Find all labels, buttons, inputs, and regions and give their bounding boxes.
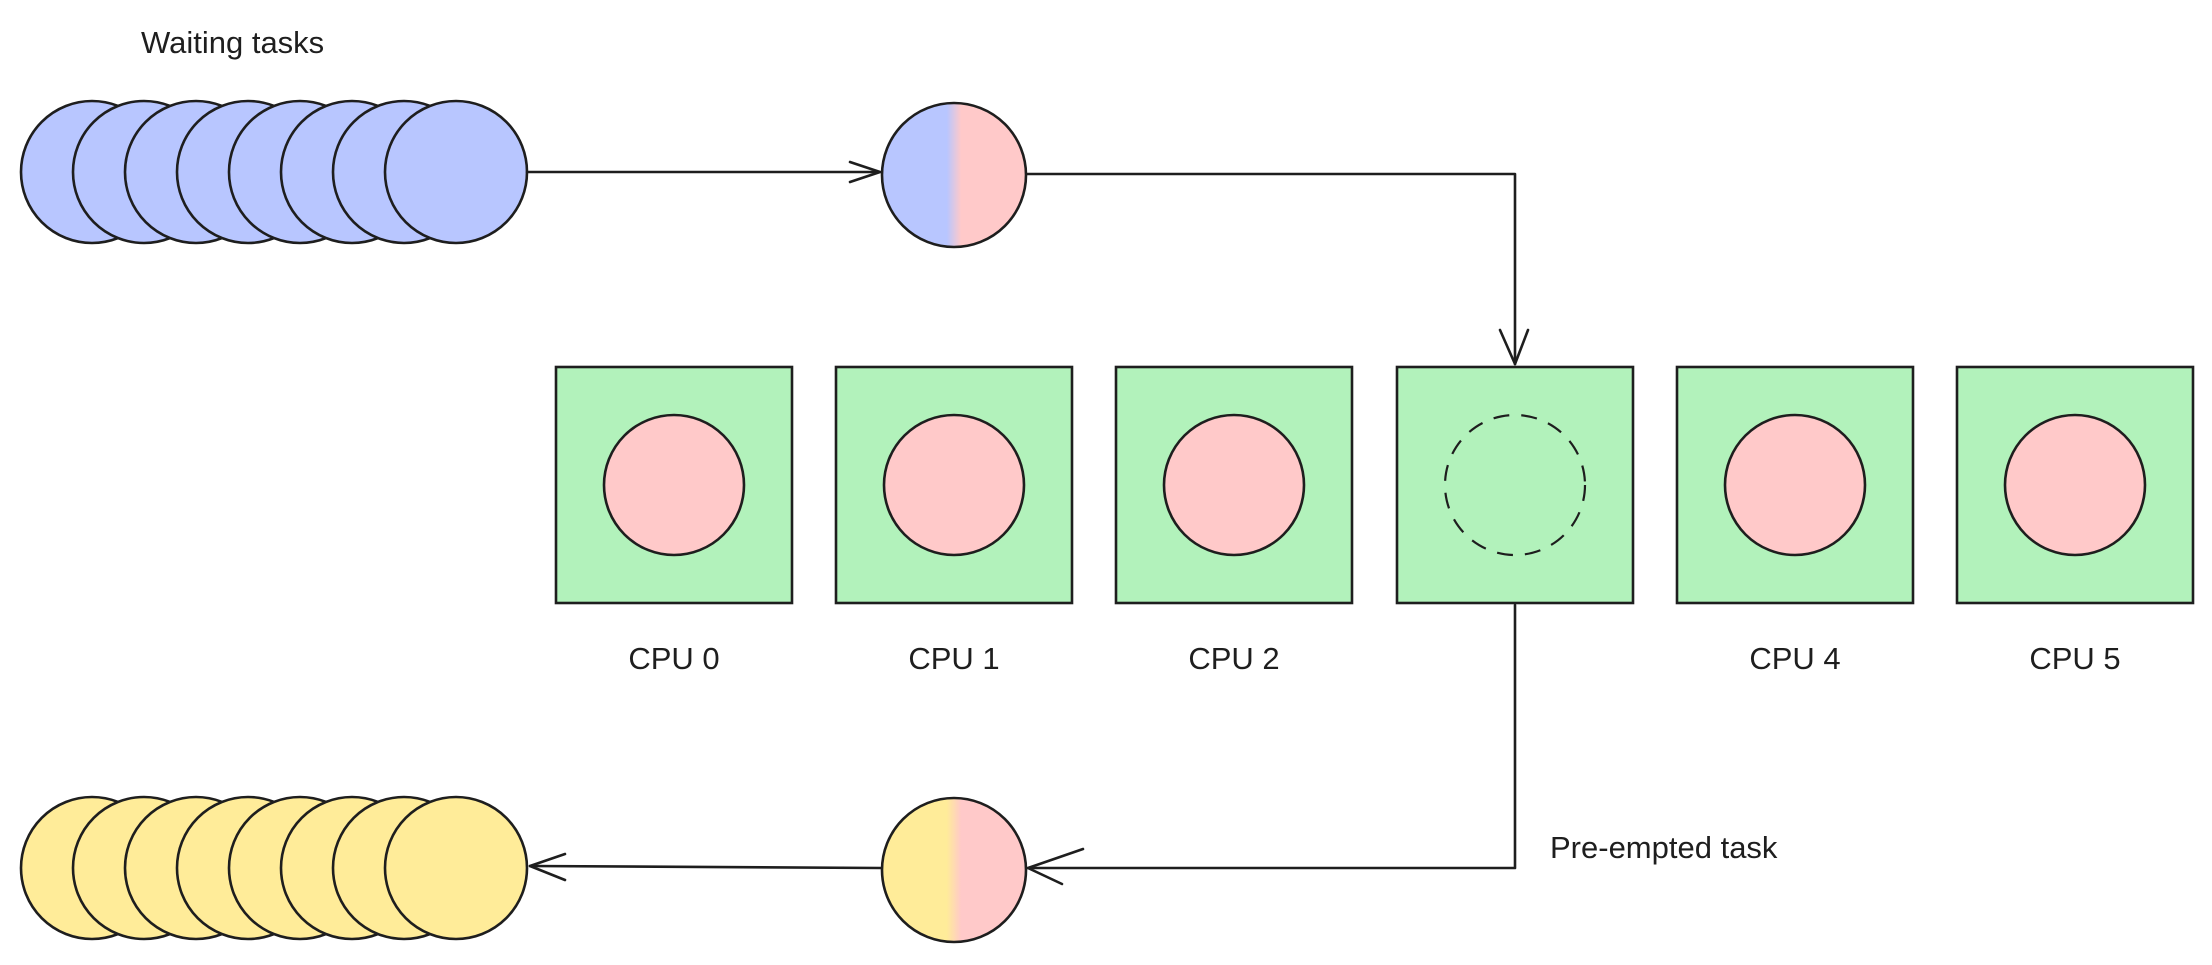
cpu-3 bbox=[1395, 365, 1635, 605]
cpu-0: CPU 0 bbox=[554, 365, 794, 676]
empty-slot bbox=[1443, 413, 1587, 557]
arrow-head bbox=[528, 852, 567, 882]
arrow-head bbox=[848, 160, 882, 184]
preempted-queue-task bbox=[383, 795, 529, 941]
cpu-label: CPU 0 bbox=[628, 641, 719, 676]
cpu-4: CPU 4 bbox=[1675, 365, 1915, 676]
running-task bbox=[1162, 413, 1306, 557]
cpu-5: CPU 5 bbox=[1955, 365, 2195, 676]
running-task bbox=[602, 413, 746, 557]
running-task bbox=[2003, 413, 2147, 557]
cpu-label: CPU 5 bbox=[2029, 641, 2120, 676]
cpu-label: CPU 2 bbox=[1188, 641, 1279, 676]
arrow-head bbox=[1026, 847, 1085, 886]
cpu-2: CPU 2 bbox=[1114, 365, 1354, 676]
dispatching-task bbox=[880, 101, 1028, 249]
running-task bbox=[882, 413, 1026, 557]
arrow-head bbox=[1498, 328, 1530, 366]
arrow-to-queue bbox=[528, 864, 883, 870]
waiting-tasks-label: Waiting tasks bbox=[141, 25, 324, 60]
preempted-task-label: Pre-empted task bbox=[1550, 830, 1778, 865]
waiting-queue bbox=[19, 99, 529, 245]
arrow-to-cpu3 bbox=[1025, 172, 1517, 366]
cpu-label: CPU 1 bbox=[908, 641, 999, 676]
cpu-box bbox=[1114, 365, 1354, 605]
cpu-box bbox=[1395, 365, 1635, 605]
preempted-queue bbox=[19, 795, 529, 941]
waiting-task bbox=[383, 99, 529, 245]
arrow-preempt bbox=[1026, 603, 1517, 870]
cpu-1: CPU 1 bbox=[834, 365, 1074, 676]
preempted-task bbox=[880, 796, 1028, 944]
cpu-label: CPU 4 bbox=[1749, 641, 1840, 676]
running-task bbox=[1723, 413, 1867, 557]
